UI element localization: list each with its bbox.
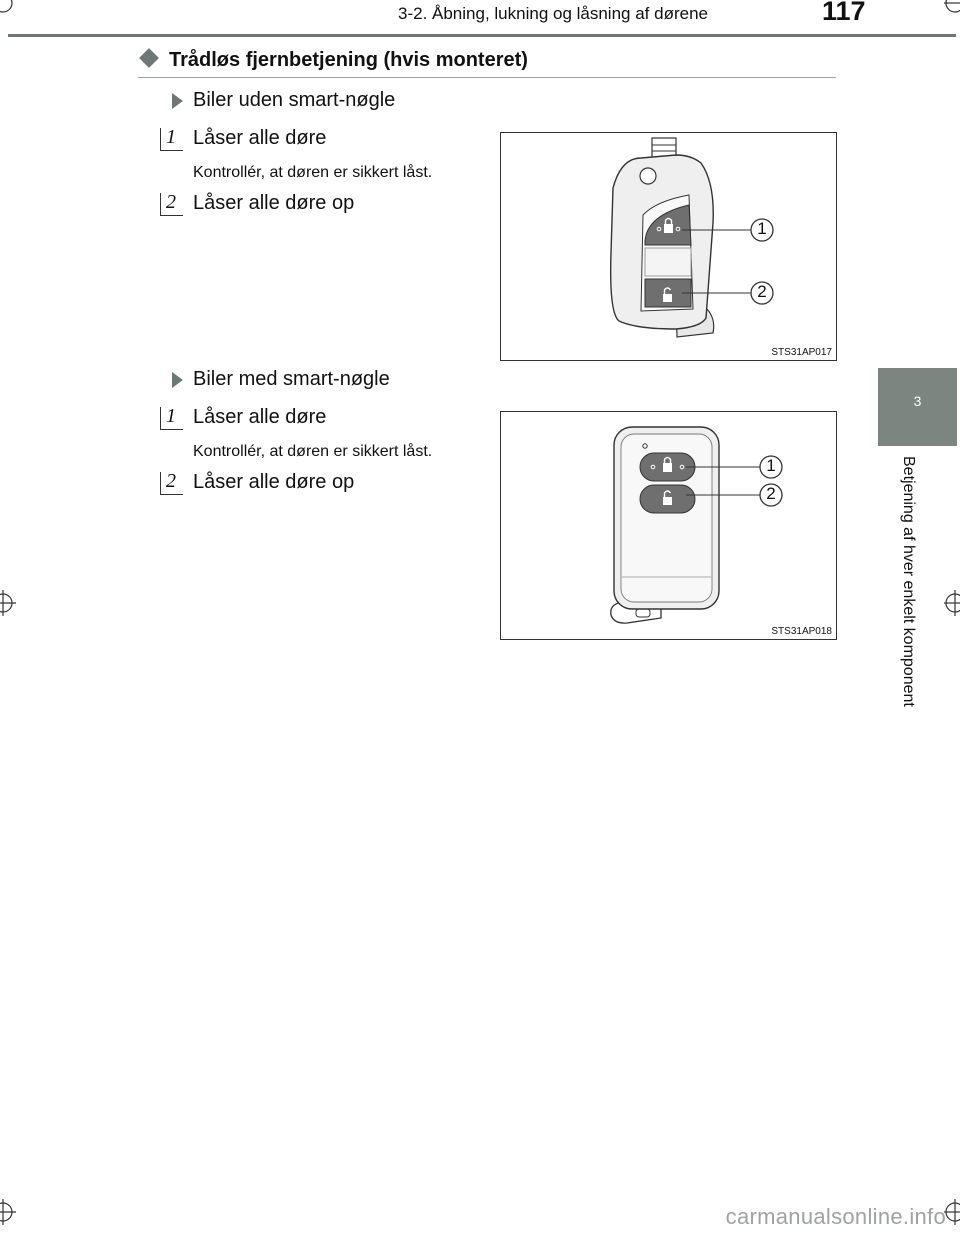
step-text: Låser alle døre op xyxy=(193,192,355,214)
chapter-tab-number: 3 xyxy=(913,393,922,409)
subsection-title: Biler uden smart-nøgle xyxy=(193,89,396,111)
callout-label: 1 xyxy=(766,456,776,475)
section-title: Trådløs fjernbetjening (hvis monteret) xyxy=(169,49,528,71)
chapter-tab xyxy=(878,368,957,446)
triangle-bullet-icon xyxy=(172,93,183,109)
callout-label: 2 xyxy=(766,484,776,503)
step-number-frame xyxy=(160,472,183,495)
step-note: Kontrollér, at døren er sikkert låst. xyxy=(193,443,433,460)
step-number: 1 xyxy=(166,405,176,427)
crop-mark-icon xyxy=(945,0,960,13)
smart-key-illustration xyxy=(610,426,783,624)
figure-flip-key: 1 2 STS31AP017 xyxy=(500,132,837,361)
chapter-vertical-title: Betjening af hver enkelt komponent xyxy=(900,456,917,707)
figure-code: STS31AP017 xyxy=(771,347,832,358)
running-header-title: 3-2. Åbning, lukning og låsning af døren… xyxy=(398,4,708,23)
subsection-title: Biler med smart-nøgle xyxy=(193,368,390,390)
step-number: 2 xyxy=(166,470,176,492)
step-number-frame xyxy=(160,407,183,430)
step-text: Låser alle døre xyxy=(193,127,327,149)
step-text: Låser alle døre op xyxy=(193,471,355,493)
figure-smart-key: 1 2 STS31AP018 xyxy=(500,411,837,640)
header-rule xyxy=(8,34,956,37)
step-number-frame xyxy=(160,128,183,151)
step-number: 1 xyxy=(166,126,176,148)
page-number: 117 xyxy=(822,0,866,26)
crop-mark-icon xyxy=(0,0,13,13)
section-heading: Trådløs fjernbetjening (hvis monteret) xyxy=(138,47,836,78)
step-number-frame xyxy=(160,193,183,216)
step-text: Låser alle døre xyxy=(193,406,327,428)
callout-label: 2 xyxy=(757,282,767,301)
figure-code: STS31AP018 xyxy=(771,626,832,637)
callout-label: 1 xyxy=(757,219,767,238)
triangle-bullet-icon xyxy=(172,372,183,388)
step-note: Kontrollér, at døren er sikkert låst. xyxy=(193,164,433,181)
watermark: carmanualsonline.info xyxy=(725,1204,946,1229)
flip-key-illustration xyxy=(610,137,774,338)
step-number: 2 xyxy=(166,191,176,213)
